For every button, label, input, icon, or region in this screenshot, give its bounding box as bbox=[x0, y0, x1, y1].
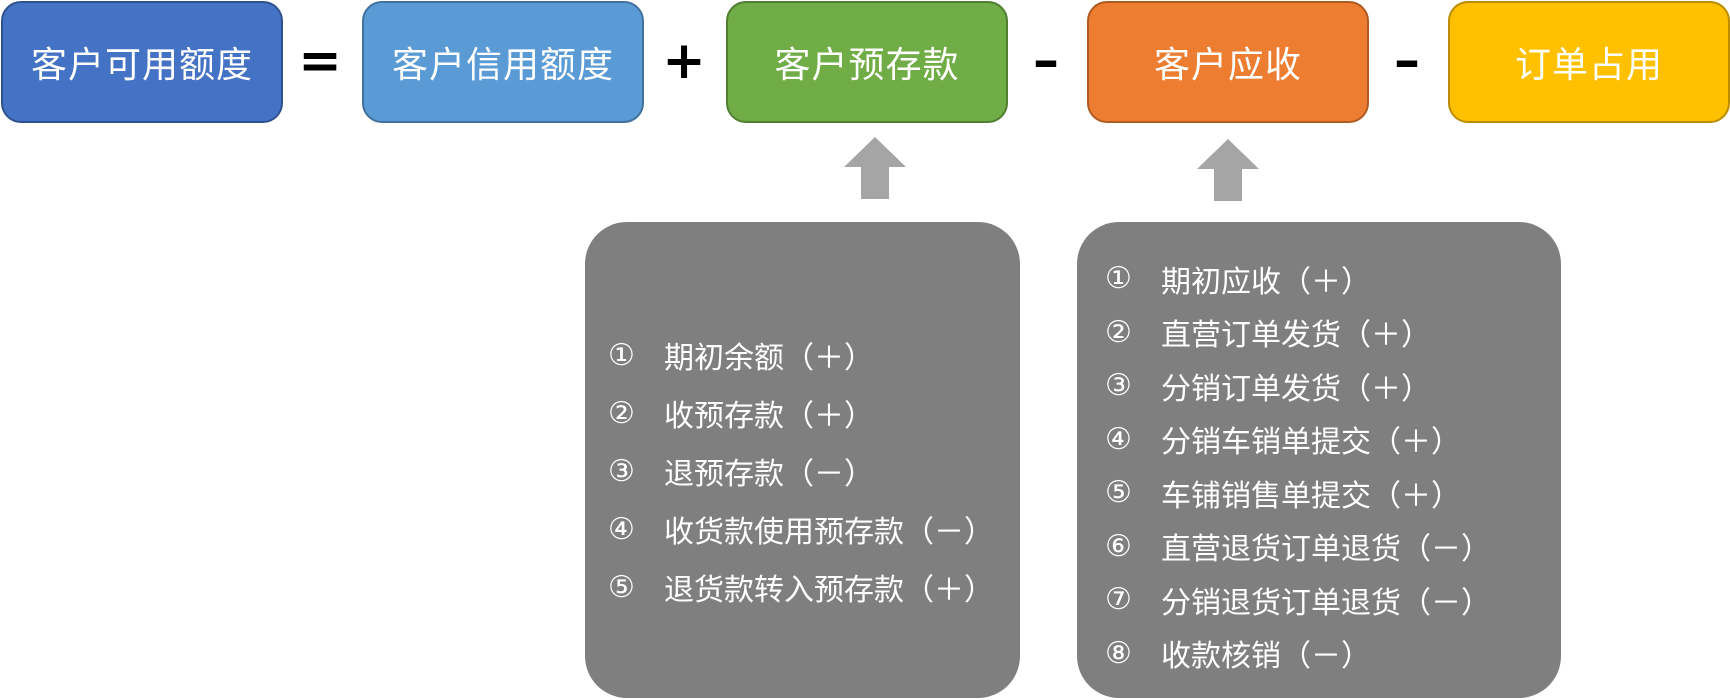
item-text: 收货款使用预存款（－） bbox=[664, 515, 994, 550]
list-item: ① 期初应收（＋） bbox=[1105, 252, 1491, 306]
receivable-details-panel: ① 期初应收（＋） ② 直营订单发货（＋） ③ 分销订单发货（＋） ④ 分销车销… bbox=[1077, 222, 1561, 698]
item-text: 直营订单发货（＋） bbox=[1161, 318, 1431, 354]
equals-operator: = bbox=[298, 31, 342, 91]
order-occupied-box: 订单占用 bbox=[1448, 1, 1730, 123]
minus-operator-1: – bbox=[1033, 31, 1059, 91]
item-text: 退预存款（－） bbox=[664, 457, 874, 492]
up-arrow-icon bbox=[844, 137, 906, 199]
item-text: 分销车销单提交（＋） bbox=[1161, 425, 1461, 461]
list-item: ⑤ 退货款转入预存款（＋） bbox=[608, 558, 994, 616]
list-item: ④ 分销车销单提交（＋） bbox=[1105, 413, 1491, 467]
deposit-details-list: ① 期初余额（＋） ② 收预存款（＋） ③ 退预存款（－） ④ 收货款使用预存款… bbox=[608, 326, 994, 616]
item-number: ⑤ bbox=[608, 569, 635, 605]
customer-credit-limit-label: 客户信用额度 bbox=[391, 45, 614, 86]
list-item: ② 收预存款（＋） bbox=[608, 384, 994, 442]
item-text: 退货款转入预存款（＋） bbox=[664, 573, 994, 608]
deposit-details-panel: ① 期初余额（＋） ② 收预存款（＋） ③ 退预存款（－） ④ 收货款使用预存款… bbox=[585, 222, 1020, 698]
item-number: ⑥ bbox=[1105, 528, 1132, 564]
plus-operator: + bbox=[662, 31, 706, 91]
list-item: ③ 分销订单发货（＋） bbox=[1105, 359, 1491, 413]
up-arrow-icon bbox=[1197, 139, 1259, 201]
customer-receivable-label: 客户应收 bbox=[1153, 45, 1302, 86]
item-number: ③ bbox=[608, 453, 635, 489]
list-item: ⑧ 收款核销（－） bbox=[1105, 627, 1491, 681]
item-number: ③ bbox=[1105, 368, 1132, 404]
item-number: ⑤ bbox=[1105, 475, 1132, 511]
item-text: 期初应收（＋） bbox=[1161, 264, 1371, 300]
receivable-details-list: ① 期初应收（＋） ② 直营订单发货（＋） ③ 分销订单发货（＋） ④ 分销车销… bbox=[1105, 252, 1491, 680]
customer-credit-limit-box: 客户信用额度 bbox=[362, 1, 644, 123]
item-text: 车铺销售单提交（＋） bbox=[1161, 478, 1461, 514]
item-text: 直营退货订单退货（－） bbox=[1161, 532, 1491, 568]
item-number: ② bbox=[1105, 314, 1132, 350]
item-number: ① bbox=[1105, 261, 1132, 297]
item-text: 分销订单发货（＋） bbox=[1161, 371, 1431, 407]
order-occupied-label: 订单占用 bbox=[1514, 45, 1663, 86]
customer-available-credit-box: 客户可用额度 bbox=[1, 1, 283, 123]
list-item: ④ 收货款使用预存款（－） bbox=[608, 500, 994, 558]
list-item: ② 直营订单发货（＋） bbox=[1105, 306, 1491, 360]
customer-available-credit-label: 客户可用额度 bbox=[30, 45, 253, 86]
item-number: ① bbox=[608, 337, 635, 373]
list-item: ⑥ 直营退货订单退货（－） bbox=[1105, 520, 1491, 574]
list-item: ⑤ 车铺销售单提交（＋） bbox=[1105, 466, 1491, 520]
list-item: ③ 退预存款（－） bbox=[608, 442, 994, 500]
item-number: ④ bbox=[1105, 421, 1132, 457]
customer-deposit-box: 客户预存款 bbox=[726, 1, 1008, 123]
list-item: ① 期初余额（＋） bbox=[608, 326, 994, 384]
item-number: ② bbox=[608, 395, 635, 431]
item-text: 期初余额（＋） bbox=[664, 341, 874, 376]
item-text: 分销退货订单退货（－） bbox=[1161, 585, 1491, 621]
customer-deposit-label: 客户预存款 bbox=[774, 45, 960, 86]
item-number: ④ bbox=[608, 511, 635, 547]
item-text: 收款核销（－） bbox=[1161, 639, 1371, 675]
item-text: 收预存款（＋） bbox=[664, 399, 874, 434]
minus-operator-2: – bbox=[1394, 31, 1420, 91]
item-number: ⑧ bbox=[1105, 635, 1132, 671]
item-number: ⑦ bbox=[1105, 582, 1132, 618]
list-item: ⑦ 分销退货订单退货（－） bbox=[1105, 573, 1491, 627]
customer-receivable-box: 客户应收 bbox=[1087, 1, 1369, 123]
